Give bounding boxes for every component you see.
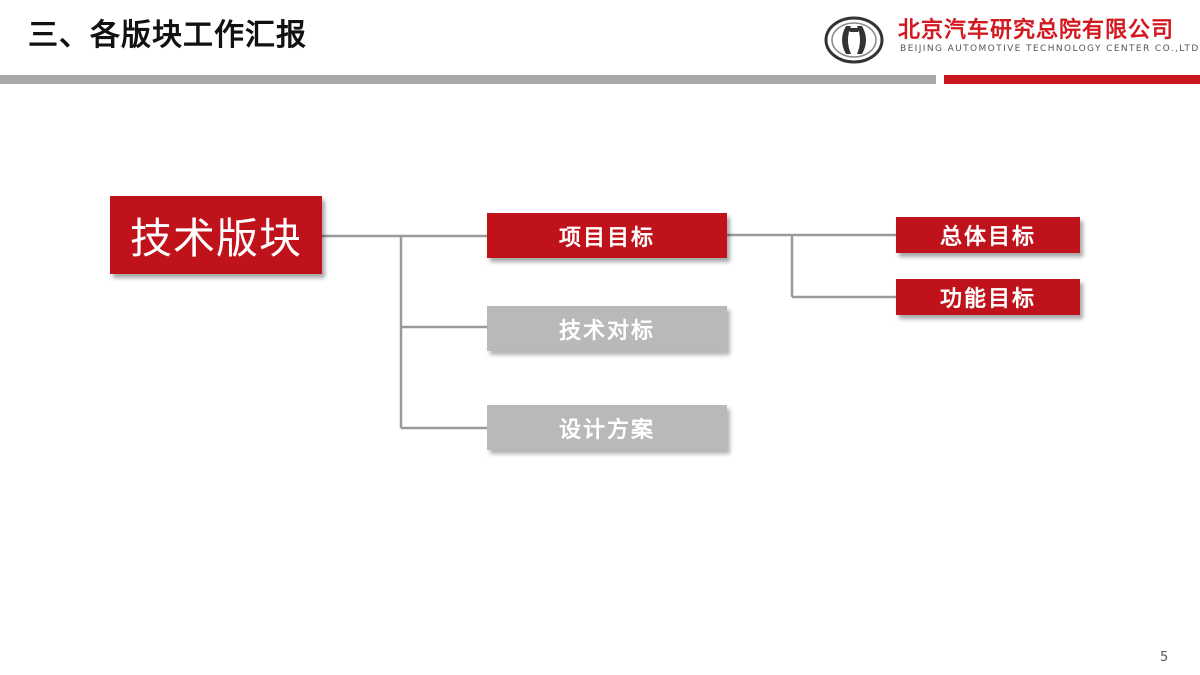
- branch-node-design-plan: 设计方案: [487, 405, 727, 450]
- root-node: 技术版块: [110, 196, 322, 274]
- page-number: 5: [1160, 650, 1169, 665]
- header-divider-gray: [0, 75, 936, 84]
- branch-node-tech-benchmark: 技术对标: [487, 306, 727, 351]
- company-name-en: BEIJING AUTOMOTIVE TECHNOLOGY CENTER CO.…: [900, 44, 1200, 54]
- baic-emblem-icon: [824, 16, 884, 64]
- slide-title: 三、各版块工作汇报: [28, 18, 307, 53]
- branch-node-project-goals: 项目目标: [487, 213, 727, 258]
- leaf-node-function-goal: 功能目标: [896, 279, 1080, 315]
- company-logo: 北京汽车研究总院有限公司 BEIJING AUTOMOTIVE TECHNOLO…: [818, 14, 1200, 66]
- header-divider-red: [944, 75, 1200, 84]
- company-name-cn: 北京汽车研究总院有限公司: [898, 18, 1175, 43]
- leaf-node-overall-goal: 总体目标: [896, 217, 1080, 253]
